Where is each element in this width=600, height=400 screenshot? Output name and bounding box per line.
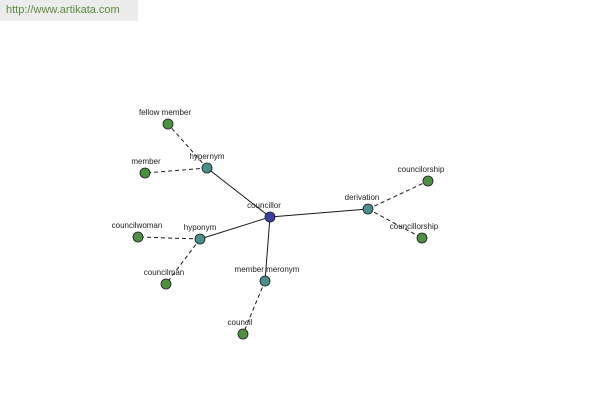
node-councilorship[interactable]: councilorship: [398, 165, 445, 187]
node-circle[interactable]: [422, 175, 434, 187]
edge-hyponym-councilman: [165, 238, 201, 285]
edge-councillor-derivation: [269, 208, 369, 218]
node-label: derivation: [345, 193, 380, 202]
url-banner: http://www.artikata.com: [0, 0, 138, 21]
node-label: hypernym: [189, 152, 224, 161]
node-councilwoman[interactable]: councilwoman: [112, 221, 163, 243]
node-label: councilwoman: [112, 221, 163, 230]
edge-hypernym-fellow_member: [167, 123, 208, 169]
node-member-meronym[interactable]: member meronym: [235, 265, 300, 287]
node-label: councillor: [247, 201, 281, 210]
node-circle[interactable]: [201, 162, 213, 174]
node-hyponym[interactable]: hyponym: [184, 223, 217, 245]
node-hypernym[interactable]: hypernym: [189, 152, 225, 174]
node-circle[interactable]: [416, 232, 428, 244]
node-label: member: [131, 157, 161, 166]
site-url[interactable]: http://www.artikata.com: [6, 4, 120, 16]
node-circle[interactable]: [259, 275, 271, 287]
node-council[interactable]: council: [228, 318, 253, 340]
edge-hypernym-member: [144, 167, 208, 174]
edge-councillor-hypernym: [206, 167, 271, 218]
node-circle[interactable]: [194, 233, 206, 245]
node-circle[interactable]: [264, 211, 276, 223]
node-label: member meronym: [235, 265, 300, 274]
node-circle[interactable]: [139, 167, 151, 179]
node-derivation[interactable]: derivation: [345, 193, 380, 215]
node-councillorship[interactable]: councillorship: [390, 222, 439, 244]
node-member[interactable]: member: [131, 157, 161, 179]
node-label: fellow member: [139, 108, 191, 117]
nodes-layer: councillor hypernym hyponym member meronym d…: [112, 108, 445, 340]
node-circle[interactable]: [162, 118, 174, 130]
edge-hyponym-councilwoman: [137, 236, 201, 240]
node-circle[interactable]: [160, 278, 172, 290]
node-label: hyponym: [184, 223, 217, 232]
node-councillor[interactable]: councillor: [247, 201, 281, 223]
edge-councillor-hyponym: [199, 216, 271, 240]
node-circle[interactable]: [132, 231, 144, 243]
node-label: councilman: [144, 268, 184, 277]
edge-derivation-councillorship: [367, 208, 423, 239]
node-label: councillorship: [390, 222, 439, 231]
node-circle[interactable]: [237, 328, 249, 340]
node-fellow-member[interactable]: fellow member: [139, 108, 191, 130]
node-councilman[interactable]: councilman: [144, 268, 184, 290]
node-label: council: [228, 318, 253, 327]
node-label: councilorship: [398, 165, 445, 174]
edge-member_meronym-council: [242, 280, 266, 335]
edges-layer: [137, 123, 429, 335]
node-circle[interactable]: [362, 203, 374, 215]
edge-councillor-member_meronym: [264, 216, 271, 282]
